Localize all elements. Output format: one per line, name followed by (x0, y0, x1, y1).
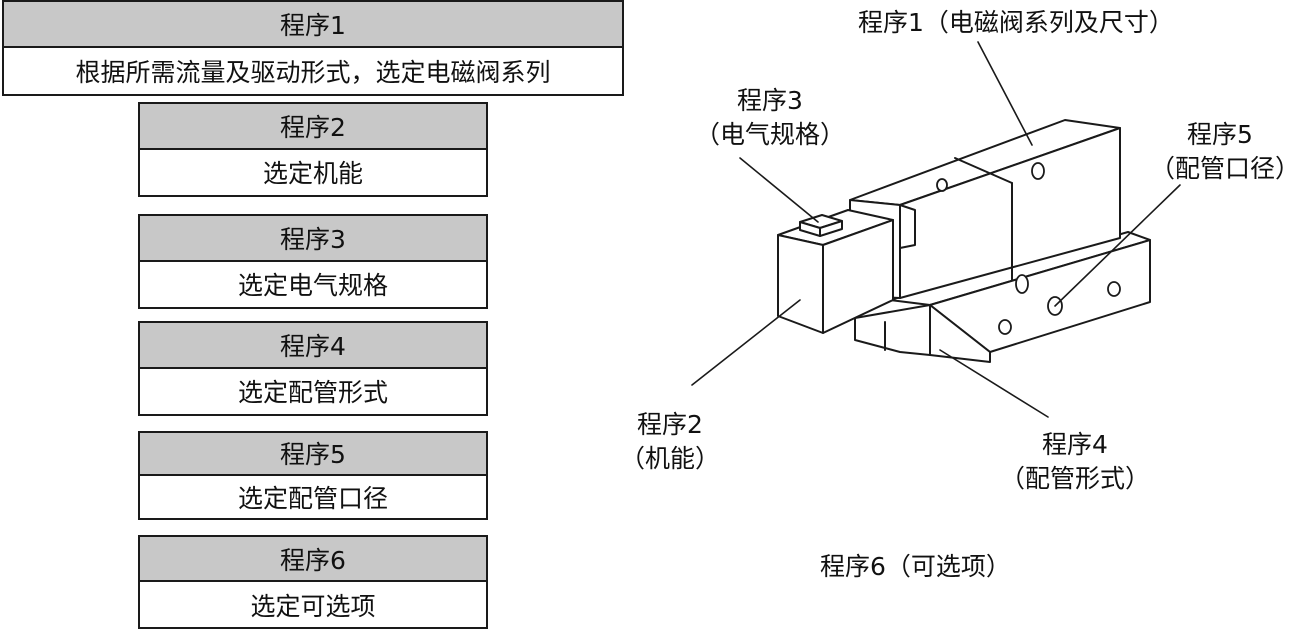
step-2-title: 程序2 (140, 104, 486, 150)
step-1-title: 程序1 (4, 2, 622, 48)
diagram-label-2-detail: （机能） (619, 444, 720, 473)
diagram-label-5-title: 程序5 (1187, 120, 1253, 149)
diagram-label-3: 程序3 （电气规格） (690, 84, 850, 152)
port-hole (936, 178, 948, 192)
diagram-label-3-detail: （电气规格） (694, 120, 845, 149)
step-5-box: 程序5 选定配管口径 (138, 431, 488, 520)
leader-lines (691, 41, 1181, 418)
port-hole (1107, 281, 1121, 297)
valve-ports (936, 162, 1121, 335)
step-2-box: 程序2 选定机能 (138, 102, 488, 197)
electrical-connector (799, 214, 843, 237)
port-hole (1031, 162, 1045, 180)
step-3-box: 程序3 选定电气规格 (138, 214, 488, 309)
diagram-label-3-title: 程序3 (737, 86, 803, 115)
diagram-label-2-title: 程序2 (637, 410, 703, 439)
diagram-label-2: 程序2 （机能） (610, 408, 730, 476)
step-4-box: 程序4 选定配管形式 (138, 321, 488, 416)
step-2-description: 选定机能 (140, 149, 486, 195)
step-4-description: 选定配管形式 (140, 368, 486, 414)
diagram-label-4-detail: （配管形式） (999, 464, 1150, 493)
step-6-description: 选定可选项 (140, 582, 486, 627)
leader-line-5 (1054, 184, 1181, 307)
step-6-title: 程序6 (140, 537, 486, 582)
diagram-label-4: 程序4 （配管形式） (995, 428, 1155, 496)
port-hole (1015, 274, 1029, 294)
step-5-title: 程序5 (140, 433, 486, 476)
step-1-box: 程序1 根据所需流量及驱动形式，选定电磁阀系列 (2, 0, 624, 96)
step-3-title: 程序3 (140, 216, 486, 262)
diagram-label-4-title: 程序4 (1042, 430, 1108, 459)
step-5-description: 选定配管口径 (140, 475, 486, 518)
leader-line-3 (739, 157, 819, 223)
diagram-label-6: 程序6（可选项） (820, 552, 1011, 581)
diagram-label-1: 程序1（电磁阀系列及尺寸） (858, 8, 1174, 37)
leader-line-4 (939, 349, 1049, 418)
step-1-description: 根据所需流量及驱动形式，选定电磁阀系列 (4, 48, 622, 94)
step-4-title: 程序4 (140, 323, 486, 369)
leader-line-1 (977, 41, 1033, 146)
port-hole (998, 319, 1012, 335)
diagram-label-5: 程序5 （配管口径） (1150, 118, 1293, 186)
step-6-box: 程序6 选定可选项 (138, 535, 488, 629)
leader-line-2 (691, 299, 801, 386)
diagram-label-5-detail: （配管口径） (1150, 154, 1293, 183)
step-3-description: 选定电气规格 (140, 261, 486, 307)
